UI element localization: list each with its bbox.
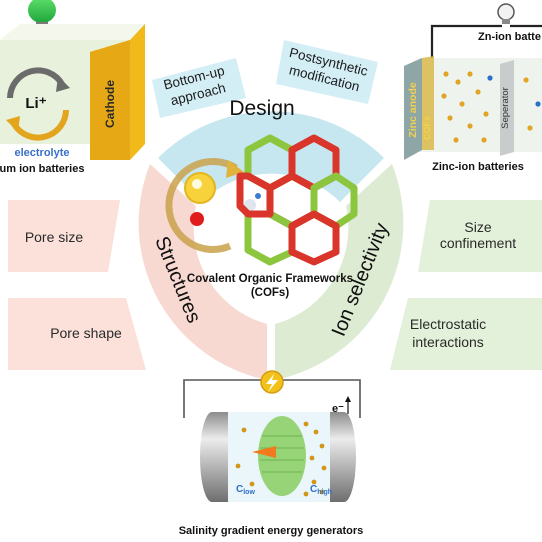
pore-shape-box: Pore shape [8, 298, 146, 370]
electrostatic-line2: interactions [412, 334, 484, 350]
postsynthetic-modification-box: Postsynthetic modification [276, 40, 378, 104]
cof-center-label-line1: Covalent Organic Frameworks [187, 273, 353, 285]
lithium-ion-label: Li⁺ [25, 95, 46, 112]
c-high-label: Chigh [310, 484, 332, 496]
zinc-battery-caption: Zinc-ion batteries [432, 161, 524, 173]
cof-center-label-line2: (COFs) [251, 287, 290, 299]
zn-ion-header: Zn-ion batte [478, 31, 541, 43]
size-confinement-line2: confinement [440, 235, 516, 251]
design-title: Design [229, 97, 294, 120]
cof-membrane [258, 416, 306, 496]
size-confinement-box: Size confinement [418, 200, 542, 272]
cof-framework-illustration [165, 134, 358, 266]
electrolyte-label: electrolyte [14, 147, 69, 159]
electrostatic-line1: Electrostatic [410, 316, 486, 332]
c-low-label: Clow [236, 484, 255, 496]
red-ion-sphere [190, 212, 204, 226]
cathode-label: Cathode [103, 80, 117, 128]
cofs-layer [422, 56, 434, 150]
zinc-anode-label: Zinc anode [407, 82, 419, 138]
lightbulb-icon [497, 3, 515, 21]
ion-selectivity-ring-segment [275, 164, 404, 380]
pore-shape-label: Pore shape [50, 325, 122, 341]
lithium-battery-panel: Cathode Li⁺ electrolyte [0, 0, 145, 160]
cofs-label: COFs [422, 116, 432, 140]
lithium-battery-caption: um ion batteries [0, 163, 84, 175]
zinc-battery-panel: Zn-ion batte Zinc anode COFs Seperator [404, 3, 542, 160]
pore-size-label: Pore size [25, 229, 84, 245]
salinity-generator-panel: e⁻ Clow Chigh [183, 370, 361, 502]
size-confinement-line1: Size [464, 219, 491, 235]
electrostatic-interactions-box: Electrostatic interactions [390, 298, 542, 370]
pore-size-box: Pore size [8, 200, 120, 272]
green-bulb-icon [28, 0, 56, 23]
salinity-generator-caption: Salinity gradient energy generators [179, 525, 364, 537]
separator-block [500, 60, 514, 156]
zinc-anode-block [404, 58, 422, 160]
separator-label: Seperator [500, 87, 511, 129]
ion-flow-arrow [252, 446, 276, 458]
